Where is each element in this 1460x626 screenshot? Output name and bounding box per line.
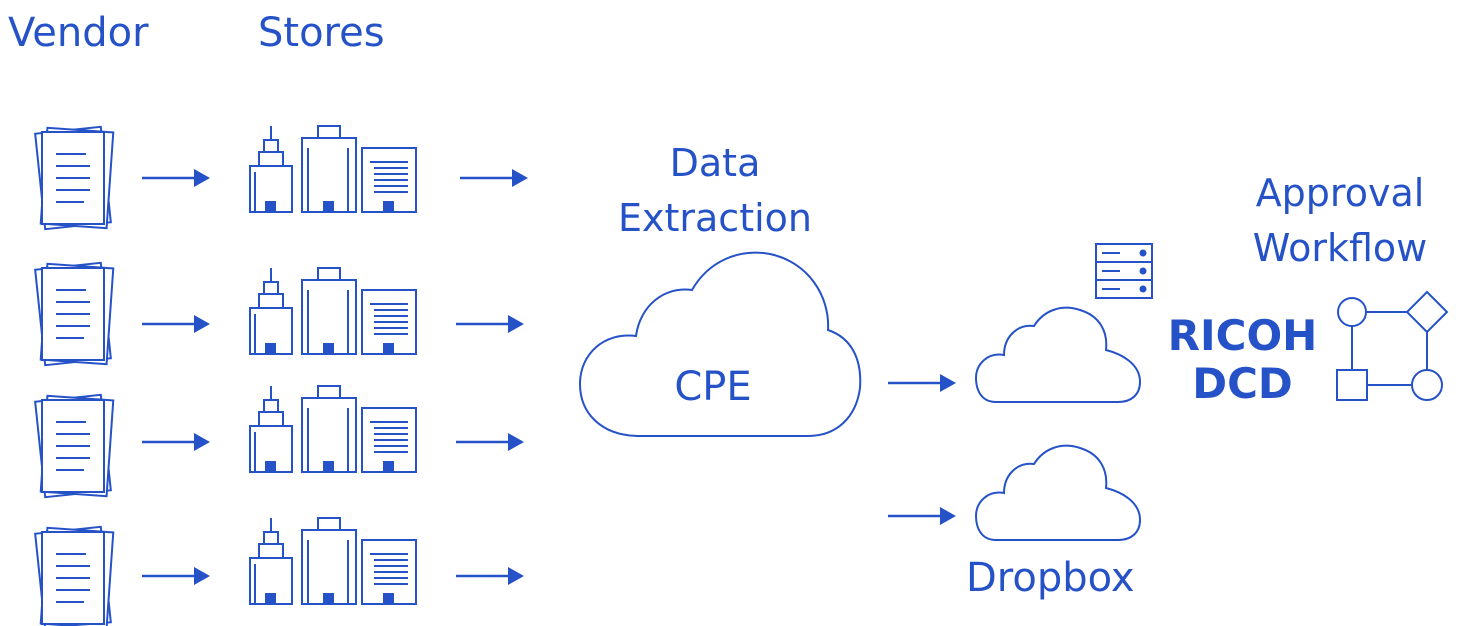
arrow-icon bbox=[140, 565, 212, 587]
cpe-cloud-icon bbox=[578, 251, 862, 437]
arrow-icon bbox=[454, 431, 526, 453]
cpe-label: CPE bbox=[674, 364, 751, 410]
vendor-document-icon bbox=[34, 525, 115, 626]
stores-building-icon bbox=[249, 517, 417, 605]
arrow-icon bbox=[458, 167, 530, 189]
arrow-icon bbox=[886, 505, 958, 527]
stores-building-icon bbox=[249, 385, 417, 473]
ricoh-line1: RICOH bbox=[1167, 311, 1318, 360]
arrow-icon bbox=[140, 167, 212, 189]
vendor-document-icon bbox=[34, 125, 115, 231]
data-extraction-line1: Data bbox=[669, 141, 761, 185]
arrow-icon bbox=[454, 565, 526, 587]
server-icon bbox=[1095, 243, 1153, 299]
stores-building-icon bbox=[249, 267, 417, 355]
row-2 bbox=[34, 261, 526, 367]
vendor-document-icon bbox=[34, 261, 115, 367]
approval-workflow-label: Approval Workflow bbox=[1210, 166, 1460, 276]
vendor-label: Vendor bbox=[8, 10, 149, 56]
data-extraction-label: Data Extraction bbox=[590, 136, 840, 246]
arrow-icon bbox=[140, 313, 212, 335]
approval-line1: Approval bbox=[1255, 171, 1425, 215]
arrow-icon bbox=[140, 431, 212, 453]
approval-line2: Workflow bbox=[1252, 226, 1428, 271]
workflow-icon bbox=[1336, 290, 1449, 401]
data-extraction-line2: Extraction bbox=[618, 196, 812, 241]
row-3 bbox=[34, 385, 526, 499]
ricoh-cloud-icon bbox=[975, 306, 1141, 403]
dropbox-cloud-icon bbox=[975, 444, 1141, 541]
row-1 bbox=[34, 125, 530, 231]
row-4 bbox=[34, 517, 526, 626]
vendor-document-icon bbox=[34, 393, 115, 499]
dropbox-label: Dropbox bbox=[966, 555, 1135, 601]
stores-label: Stores bbox=[258, 10, 385, 56]
stores-building-icon bbox=[249, 125, 417, 213]
arrow-icon bbox=[454, 313, 526, 335]
ricoh-line2: DCD bbox=[1192, 359, 1293, 409]
arrow-icon bbox=[886, 372, 958, 394]
ricoh-dcd-label: RICOH DCD bbox=[1160, 311, 1325, 409]
